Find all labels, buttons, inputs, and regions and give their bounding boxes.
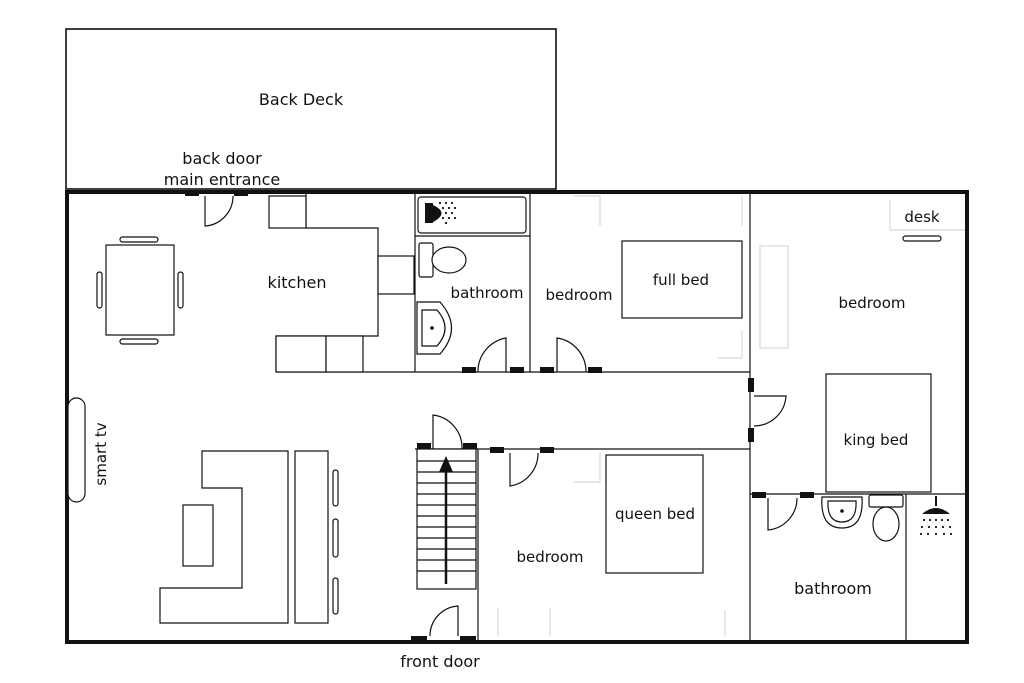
kitchen-counters [268, 194, 415, 373]
bedroom-top-middle-label: bedroom [545, 286, 612, 304]
main-entrance-label: main entrance [164, 170, 280, 189]
stairs-arrow-icon [439, 456, 453, 584]
nightstands-bottom [497, 452, 726, 636]
sink-icon [416, 301, 453, 355]
back-deck-outline [65, 28, 557, 190]
shower-icon [919, 496, 953, 536]
king-bed-label: king bed [844, 431, 909, 449]
door-swing-icon [185, 190, 814, 642]
desk [889, 200, 965, 231]
house-outline [65, 190, 969, 644]
shower-icon [425, 201, 457, 225]
back-deck-label: Back Deck [259, 90, 344, 109]
nightstands-top [574, 195, 743, 359]
kitchen-label: kitchen [268, 273, 327, 292]
toilet-icon [868, 494, 904, 542]
full-bed [621, 240, 743, 319]
sink-icon [821, 496, 863, 529]
front-door-label: front door [400, 652, 480, 671]
king-bed [825, 373, 932, 493]
toilet-icon [418, 242, 467, 278]
smart-tv-label: smart tv [92, 422, 110, 485]
queen-bed [605, 454, 704, 574]
coffee-table [182, 504, 214, 567]
sectional-sofa [159, 450, 289, 624]
full-bed-label: full bed [653, 271, 709, 289]
bathroom-bottom-right-label: bathroom [794, 579, 872, 598]
bedroom-right-label: bedroom [838, 294, 905, 312]
bathtub [417, 196, 527, 234]
console-table [294, 450, 339, 624]
bedroom-bottom-middle-label: bedroom [516, 548, 583, 566]
queen-bed-label: queen bed [615, 505, 695, 523]
dresser-right [759, 245, 789, 349]
desk-chair [902, 235, 942, 242]
smart-tv [67, 397, 86, 503]
back-door-label: back door [182, 149, 262, 168]
dining-table [96, 236, 184, 345]
bathroom-top-label: bathroom [451, 284, 524, 302]
desk-label: desk [904, 208, 940, 226]
